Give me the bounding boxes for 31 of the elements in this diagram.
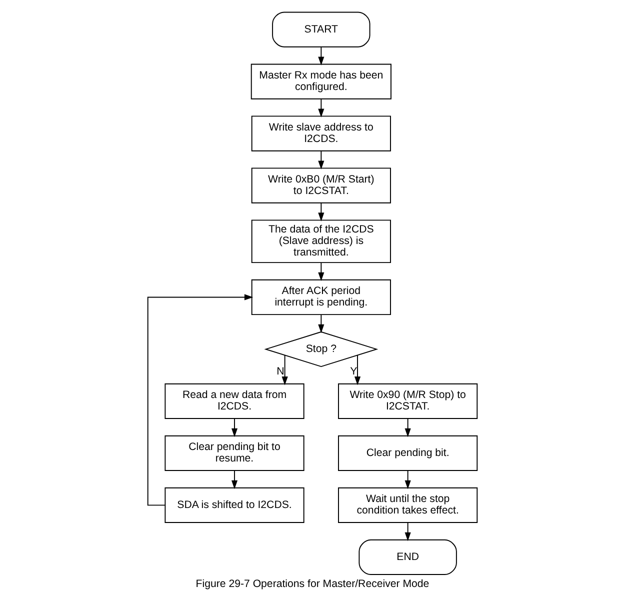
arrow xyxy=(318,314,324,334)
node-box: Write 0x90 (M/R Stop) to I2CSTAT. xyxy=(338,383,478,420)
arrow xyxy=(404,418,410,438)
node-box: The data of the I2CDS (Slave address) is transmitted. xyxy=(250,220,390,264)
node-box: After ACK period interrupt is pending. xyxy=(250,279,390,316)
edge-label: N xyxy=(276,366,284,378)
arrow xyxy=(230,418,238,438)
node-box: Read a new data from I2CDS. xyxy=(164,383,304,420)
arrow xyxy=(318,46,324,66)
node-box: END xyxy=(358,539,456,575)
caption: Figure 29-7 Operations for Master/Receiver Mode xyxy=(195,578,429,590)
arrow xyxy=(318,202,324,222)
node-box: Write slave address to I2CDS. xyxy=(250,116,390,152)
node-box: Clear pending bit to resume. xyxy=(164,435,304,472)
node-box: Write 0xB0 (M/R Start) to I2CSTAT. xyxy=(250,168,390,204)
arrow xyxy=(318,262,324,282)
arrow xyxy=(318,98,324,118)
arrow xyxy=(146,294,253,506)
arrow xyxy=(404,522,410,542)
arrow xyxy=(404,470,410,490)
node-diamond: Stop ? xyxy=(264,331,378,368)
arrow xyxy=(354,354,360,386)
node-box: Clear pending bit. xyxy=(338,435,478,472)
node-box: SDA is shifted to I2CDS. xyxy=(164,487,304,524)
arrow xyxy=(281,354,288,386)
arrow xyxy=(318,150,324,170)
node-box: Wait until the stop condition takes effect. xyxy=(338,487,478,524)
node-box: Master Rx mode has been configured. xyxy=(250,64,391,100)
arrow xyxy=(230,470,238,490)
edge-label: Y xyxy=(350,366,357,378)
node-box: START xyxy=(272,12,370,48)
